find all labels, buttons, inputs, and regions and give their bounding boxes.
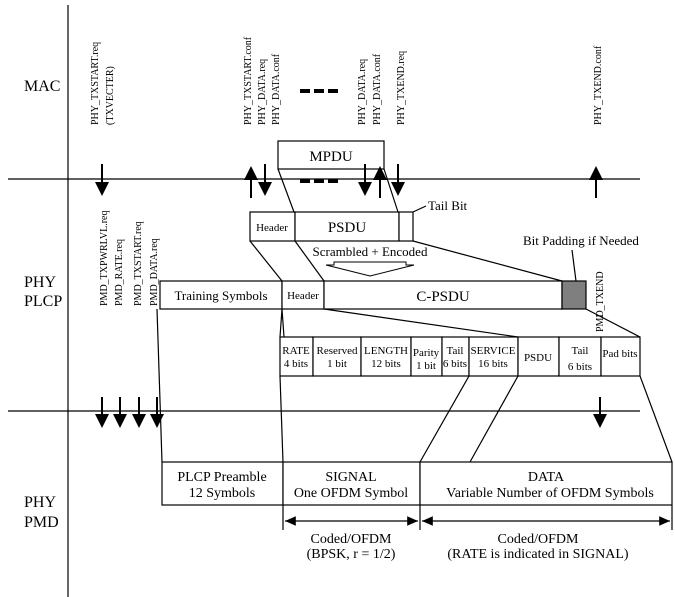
scrambled-encoded-label: Scrambled + Encoded: [313, 244, 428, 259]
plcp-header-label: Header: [287, 290, 319, 302]
expand-line: [281, 308, 285, 338]
field-tail-2-bits: 6 bits: [568, 361, 592, 373]
mpdu-to-psdu-line-left: [277, 168, 295, 213]
field-service-bits: 16 bits: [478, 358, 508, 370]
bit-padding-label: Bit Padding if Needed: [523, 233, 639, 248]
expand-line: [279, 308, 283, 338]
field-length: LENGTH: [364, 345, 408, 357]
mac-header-label: Header: [256, 222, 288, 234]
up-arrow-icon: [373, 166, 387, 198]
primitive-phy-txstart-req: PHY_TXSTART.req: [90, 42, 101, 125]
primitive-pmd-rate-req: PMD_RATE.req: [114, 239, 125, 306]
primitive-phy-data-conf-2: PHY_DATA.conf: [372, 53, 383, 125]
psdu-box: [294, 211, 400, 242]
bit-padding-leader: [571, 249, 577, 282]
field-reserved-bits: 1 bit: [327, 358, 347, 370]
primitive-txvecter: (TXVECTER): [105, 66, 116, 125]
layer-label-phy-pmd-2: PMD: [24, 514, 59, 531]
primitive-phy-txend-req: PHY_TXEND.req: [396, 51, 407, 125]
down-arrow-icon: [95, 397, 109, 428]
expand-line: [323, 308, 519, 338]
psdu-label: PSDU: [328, 220, 367, 236]
mac-continuation-dashes: [300, 89, 338, 93]
c-psdu-label: C-PSDU: [416, 289, 470, 305]
data-label: DATA: [528, 470, 565, 485]
down-arrow-icon: [95, 164, 109, 196]
signal-coding-label: Coded/OFDM: [311, 532, 392, 547]
data-box: [419, 461, 673, 506]
layer-label-phy-pmd-1: PHY: [24, 494, 56, 511]
down-arrow-icon: [391, 164, 405, 196]
layer-label-phy-plcp-1: PHY: [24, 274, 56, 291]
down-arrow-icon: [150, 397, 164, 428]
primitive-pmd-txend: PMD_TXEND: [595, 271, 606, 332]
layer-label-mac: MAC: [24, 78, 60, 95]
field-service: SERVICE: [471, 345, 516, 357]
data-coding-label: Coded/OFDM: [498, 532, 579, 547]
plcp-preamble-label: PLCP Preamble: [177, 470, 266, 485]
signal-field-row: [279, 336, 641, 377]
primitive-phy-txend-conf: PHY_TXEND.conf: [593, 45, 604, 125]
data-symbols: Variable Number of OFDM Symbols: [446, 486, 654, 501]
expand-line: [419, 375, 470, 463]
expand-line: [585, 308, 641, 338]
primitive-phy-txstart-conf: PHY_TXSTART.conf: [243, 36, 254, 125]
expand-line: [279, 375, 284, 463]
primitive-phy-data-conf: PHY_DATA.conf: [271, 53, 282, 125]
field-parity: Parity: [413, 347, 440, 359]
primitive-pmd-data-req: PMD_DATA.req: [149, 238, 160, 306]
field-psdu: PSDU: [524, 352, 552, 364]
tail-bit-label: Tail Bit: [428, 198, 468, 213]
mpdu-to-psdu-line-right: [383, 168, 399, 213]
boundary-continuation-dashes: [300, 179, 338, 183]
field-reserved: Reserved: [317, 345, 358, 357]
primitive-pmd-txstart-req: PMD_TXSTART.req: [133, 221, 144, 306]
tail-bit-leader: [412, 205, 427, 213]
expand-line: [639, 375, 673, 463]
data-coding-detail: (RATE is indicated in SIGNAL): [447, 547, 629, 562]
plcp-preamble-symbols: 12 Symbols: [189, 486, 256, 501]
field-rate-bits: 4 bits: [284, 358, 308, 370]
down-arrow-icon: [358, 164, 372, 196]
layer-label-phy-plcp-2: PLCP: [24, 293, 62, 310]
expand-line: [249, 240, 283, 282]
field-pad-bits: Pad bits: [602, 348, 637, 360]
field-tail: Tail: [447, 345, 464, 357]
primitive-phy-data-req: PHY_DATA.req: [257, 59, 268, 125]
up-arrow-icon: [244, 166, 258, 198]
expand-line: [294, 240, 325, 282]
signal-symbols: One OFDM Symbol: [294, 486, 408, 501]
training-symbols-box: [159, 280, 283, 310]
signal-label: SIGNAL: [325, 470, 376, 485]
tail-bit-box: [398, 211, 414, 242]
training-symbols-label: Training Symbols: [174, 288, 267, 303]
down-arrow-icon: [593, 397, 607, 428]
scrambled-arrow-icon: [325, 261, 415, 277]
field-rate: RATE: [282, 345, 310, 357]
primitive-pmd-txpwrlvl-req: PMD_TXPWRLVL.req: [99, 211, 110, 306]
plcp-preamble-box: [161, 461, 284, 506]
expand-line: [412, 240, 563, 282]
field-tail-2: Tail: [572, 345, 589, 357]
up-arrow-icon: [589, 166, 603, 198]
mpdu-box: [277, 140, 385, 170]
down-arrow-icon: [113, 397, 127, 428]
expand-line: [156, 308, 163, 463]
c-psdu-box: [323, 280, 563, 310]
field-parity-bits: 1 bit: [416, 360, 436, 372]
pad-bits-block: [561, 280, 587, 310]
field-tail-bits: 6 bits: [443, 358, 467, 370]
expand-line: [469, 375, 519, 463]
signal-coding-detail: (BPSK, r = 1/2): [307, 547, 396, 562]
field-length-bits: 12 bits: [371, 358, 401, 370]
primitive-phy-data-req-2: PHY_DATA.req: [357, 59, 368, 125]
mac-header-box: [249, 211, 296, 242]
mpdu-label: MPDU: [309, 149, 353, 165]
down-arrow-icon: [258, 164, 272, 196]
down-arrow-icon: [132, 397, 146, 428]
plcp-header-box: [281, 280, 325, 310]
